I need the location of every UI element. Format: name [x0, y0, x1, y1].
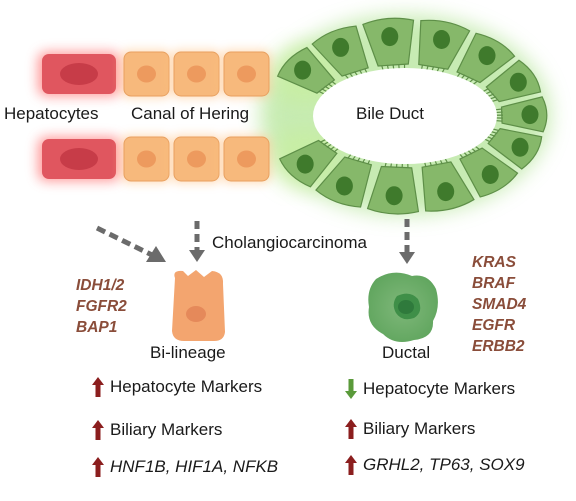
up-arrow-icon [91, 419, 105, 441]
hering-cell [171, 50, 221, 98]
gene-label: SMAD4 [472, 294, 526, 315]
bile-duct-label: Bile Duct [356, 104, 424, 124]
gene-label: BAP1 [76, 317, 127, 338]
ductal-gene-list: KRAS BRAF SMAD4 EGFR ERBB2 [472, 252, 526, 357]
gene-label: EGFR [472, 315, 526, 336]
hering-cell [121, 50, 171, 98]
bilineage-gene-list: IDH1/2 FGFR2 BAP1 [76, 275, 127, 338]
marker-label: Hepatocyte Markers [110, 377, 262, 397]
bilineage-marker-row: Hepatocyte Markers [91, 376, 262, 398]
dashed-arrow-right [399, 219, 415, 264]
hering-cell [171, 135, 221, 183]
ductal-marker-row: Biliary Markers [344, 418, 475, 440]
gene-label: KRAS [472, 252, 526, 273]
up-arrow-icon [344, 418, 358, 440]
gene-label: IDH1/2 [76, 275, 127, 296]
bilineage-cell [172, 270, 225, 341]
ductal-cell [368, 273, 438, 342]
hering-cell [221, 135, 271, 183]
up-arrow-icon [91, 376, 105, 398]
up-arrow-icon [91, 456, 105, 478]
gene-label: BRAF [472, 273, 526, 294]
down-arrow-icon [344, 378, 358, 400]
marker-label: Biliary Markers [110, 420, 222, 440]
bilineage-marker-row: HNF1B, HIF1A, NFKB [91, 456, 278, 478]
hepatocyte-top [38, 52, 120, 96]
gene-label: FGFR2 [76, 296, 127, 317]
marker-label: GRHL2, TP63, SOX9 [363, 455, 525, 475]
marker-label: HNF1B, HIF1A, NFKB [110, 457, 278, 477]
marker-label: Biliary Markers [363, 419, 475, 439]
ductal-marker-row: Hepatocyte Markers [344, 378, 515, 400]
hering-cell [121, 135, 171, 183]
hepatocytes-label: Hepatocytes [4, 104, 99, 124]
canal-of-hering-label: Canal of Hering [131, 104, 249, 124]
dashed-arrow-left [97, 228, 166, 262]
bilineage-label: Bi-lineage [150, 343, 226, 363]
up-arrow-icon [344, 454, 358, 476]
gene-label: ERBB2 [472, 336, 526, 357]
cholangiocarcinoma-label: Cholangiocarcinoma [212, 233, 367, 253]
ductal-label: Ductal [382, 343, 430, 363]
hepatocyte-bottom [38, 137, 120, 181]
hering-cell [221, 50, 271, 98]
bilineage-marker-row: Biliary Markers [91, 419, 222, 441]
ductal-marker-row: GRHL2, TP63, SOX9 [344, 454, 525, 476]
dashed-arrow-middle [189, 221, 205, 262]
marker-label: Hepatocyte Markers [363, 379, 515, 399]
